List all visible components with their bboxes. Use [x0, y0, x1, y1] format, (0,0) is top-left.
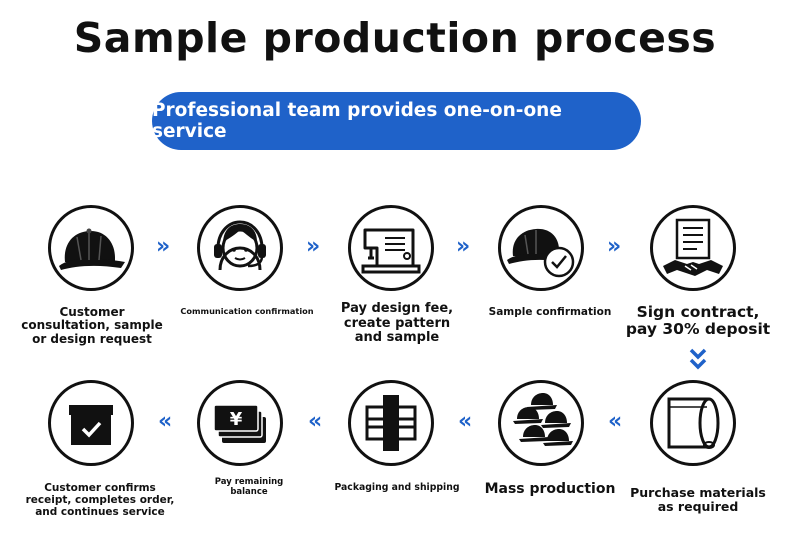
baseball-cap-icon — [59, 228, 125, 270]
step-7-circle — [498, 380, 584, 466]
forward-arrow-4: » — [607, 234, 621, 259]
step-6-label: Purchase materials as required — [630, 485, 766, 514]
step-4-label: Sample confirmation — [488, 306, 612, 318]
backward-arrow-2: « — [458, 409, 472, 434]
step-3-label: Pay design fee, create pattern and sampl… — [340, 301, 454, 346]
step-8-circle — [348, 380, 434, 466]
forward-arrow-2: » — [306, 234, 320, 259]
step-5-label: Sign contract, pay 30% deposit — [625, 303, 771, 339]
step-5-circle — [650, 205, 736, 291]
step-9-label: Pay remaining balance — [214, 477, 284, 497]
fabric-roll-icon — [667, 397, 720, 449]
step-9-circle: ¥ — [197, 380, 283, 466]
cap-checkmark-icon — [507, 228, 575, 278]
page-title: Sample production process — [73, 14, 717, 62]
forward-arrow-3: » — [456, 234, 470, 259]
svg-text:¥: ¥ — [230, 409, 243, 430]
backward-arrow-4: « — [158, 409, 172, 434]
step-2-circle — [197, 205, 283, 291]
backward-arrow-3: « — [308, 409, 322, 434]
contract-handshake-icon — [663, 218, 723, 276]
step-3-circle — [348, 205, 434, 291]
down-arrow — [689, 348, 707, 376]
step-10-circle — [48, 380, 134, 466]
step-4-circle — [498, 205, 584, 291]
step-8-label: Packaging and shipping — [334, 482, 460, 493]
step-1-label: Customer consultation, sample or design … — [21, 305, 163, 346]
service-banner-text: Professional team provides one-on-one se… — [152, 100, 562, 142]
headset-agent-icon — [214, 220, 266, 271]
backward-arrow-1: « — [608, 409, 622, 434]
step-10-label: Customer confirms receipt, completes ord… — [25, 482, 175, 518]
yen-bills-icon: ¥ — [213, 404, 266, 443]
step-7-label: Mass production — [484, 481, 616, 497]
step-1-circle — [48, 205, 134, 291]
sewing-machine-icon — [361, 228, 421, 274]
packaging-tape-icon — [365, 395, 417, 451]
step-2-label: Communication confirmation — [180, 306, 314, 316]
cap-stack-icon — [513, 393, 573, 446]
step-6-circle — [650, 380, 736, 466]
double-chevron-down-icon — [689, 348, 707, 370]
service-banner: Professional team provides one-on-one se… — [152, 92, 641, 150]
forward-arrow-1: » — [156, 234, 170, 259]
box-check-icon — [69, 405, 113, 445]
